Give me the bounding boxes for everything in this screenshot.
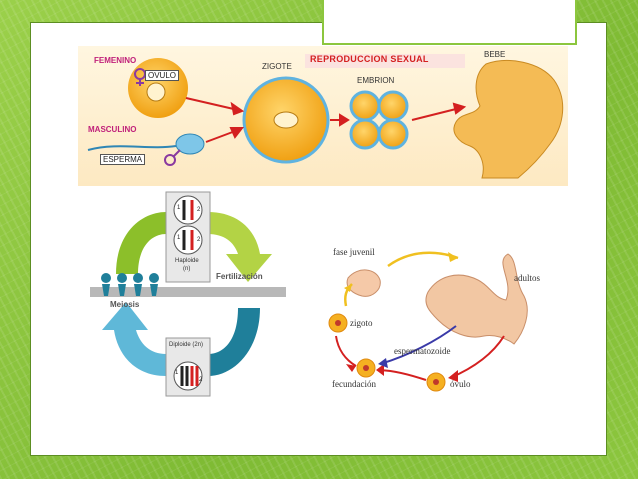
diploid-num-2: 2: [199, 377, 203, 383]
baby-figure: [453, 60, 564, 179]
label-haploide: Haploide: [175, 258, 199, 264]
meiosis-figures: [101, 273, 159, 296]
human-life-cycle: [328, 251, 528, 392]
green-cycle-arrow: [116, 212, 166, 274]
haploid-num-2a: 2: [197, 207, 201, 213]
teal-cycle-arrow: [208, 308, 260, 376]
label-espermatozoide: espermatozoide: [394, 346, 451, 356]
diagram-title: REPRODUCCION SEXUAL: [310, 54, 429, 64]
label-ovulo: OVULO: [145, 70, 180, 81]
embryo-cells: [349, 90, 409, 150]
label-ovulo-cycle: óvulo: [450, 379, 471, 389]
label-adultos: adultos: [514, 273, 540, 283]
label-masculino: MASCULINO: [88, 125, 137, 134]
label-zigote: ZIGOTE: [262, 62, 292, 71]
division-bar: [90, 287, 286, 297]
label-embrion: EMBRION: [357, 76, 395, 85]
label-zigoto: zigoto: [350, 318, 373, 328]
label-esperma: ESPERMA: [100, 154, 146, 165]
label-meiosis: Meiosis: [110, 300, 140, 309]
haploid-diploid-cycle: [90, 191, 286, 397]
haploid-num-1a: 1: [177, 205, 181, 211]
label-haploide-n: (n): [183, 266, 191, 272]
title-placeholder: [322, 0, 577, 45]
male-symbol-icon: [164, 149, 181, 166]
haploid-num-2b: 2: [197, 237, 201, 243]
label-bebe: BEBE: [484, 50, 506, 59]
sperm-cell: [175, 133, 205, 155]
haploid-num-1b: 1: [177, 235, 181, 241]
juvenile-figure: [346, 269, 381, 297]
label-femenino: FEMENINO: [94, 56, 137, 65]
label-fertilizacion: Fertilización: [216, 272, 263, 281]
label-fase-juvenil: fase juvenil: [333, 247, 375, 257]
label-fecundacion: fecundación: [332, 379, 376, 389]
adults-figures: [425, 253, 528, 345]
diploid-num-1: 1: [175, 370, 179, 376]
sexual-reproduction-diagram: [78, 46, 568, 186]
label-diploide: Diploide (2n): [169, 342, 204, 348]
